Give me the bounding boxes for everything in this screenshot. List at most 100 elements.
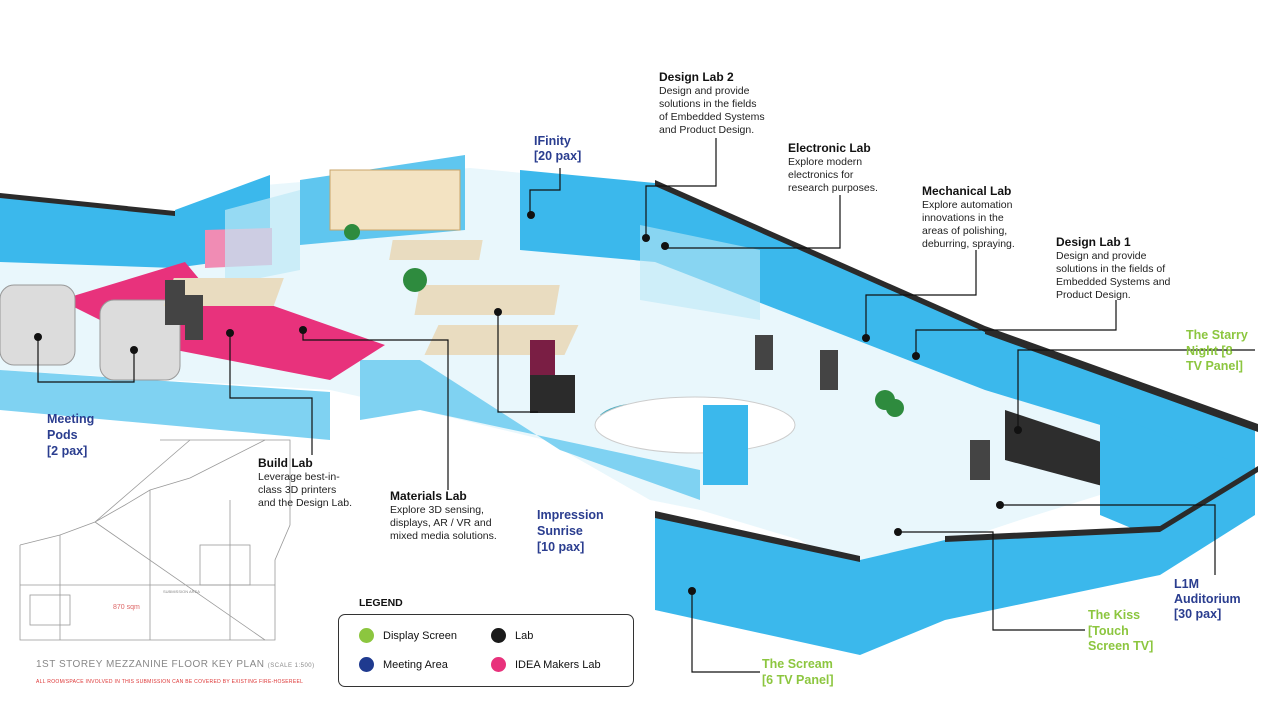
the-kiss-line-1: The Kiss	[1088, 608, 1141, 622]
left-wall-top	[0, 193, 175, 216]
materials-lab-desc-3: mixed media solutions.	[390, 530, 497, 542]
key-plan-drawing	[19, 439, 291, 641]
impression-sunrise-capacity: [10 pax]	[537, 540, 585, 554]
design-lab-2-desc-4: and Product Design.	[659, 124, 755, 136]
mechanical-lab-desc-1: Explore automation	[922, 199, 1013, 211]
build-lab-title: Build Lab	[258, 456, 313, 470]
design-lab-1-desc-2: solutions in the fields of	[1056, 263, 1166, 275]
label-starry-night: The Starry Night [8 TV Panel]	[1186, 328, 1248, 375]
front-wall-scream-top	[655, 511, 860, 562]
electronic-lab-desc-2: electronics for	[788, 169, 854, 181]
glass-room-left	[225, 190, 300, 285]
front-wall-left	[0, 370, 330, 440]
plant-decor	[344, 224, 904, 417]
build-lab-desc-1: Leverage best-in-	[258, 471, 340, 483]
materials-lab-desc-2: displays, AR / VR and	[390, 517, 492, 529]
design-lab-1-desc-3: Embedded Systems and	[1056, 276, 1171, 288]
legend-item-display-screen: Display Screen	[359, 628, 457, 643]
key-plan-caption: 1ST STOREY MEZZANINE FLOOR KEY PLAN (SCA…	[36, 659, 315, 670]
starry-night-line-2: Night [8	[1186, 343, 1233, 358]
lab-equipment	[165, 280, 990, 480]
build-lab-desc-3: and the Design Lab.	[258, 497, 352, 509]
back-wall-right	[520, 170, 655, 262]
legend-item-meeting-area: Meeting Area	[359, 657, 448, 672]
legend-swatch-lab	[491, 628, 506, 643]
legend-label-meeting: Meeting Area	[383, 658, 448, 671]
electronic-lab-title: Electronic Lab	[788, 141, 871, 155]
materials-lab-desc-1: Explore 3D sensing,	[390, 504, 484, 516]
label-build-lab: Build Lab Leverage best-in- class 3D pri…	[258, 456, 352, 510]
build-lab-desc-2: class 3D printers	[258, 484, 337, 496]
back-wall-long-top	[655, 180, 985, 332]
the-kiss-line-2: [Touch	[1088, 623, 1129, 638]
design-lab-1-title: Design Lab 1	[1056, 235, 1131, 249]
label-ifinity: IFinity [20 pax]	[534, 134, 581, 164]
design-lab-2-title: Design Lab 2	[659, 70, 734, 84]
materials-lab-title: Materials Lab	[390, 489, 467, 503]
front-wall-right	[945, 470, 1255, 620]
materials-display-screen	[530, 340, 555, 375]
right-wall	[985, 330, 1255, 472]
label-electronic-lab: Electronic Lab Explore modern electronic…	[788, 141, 878, 195]
key-plan-area: 870 sqm	[113, 604, 140, 611]
shelving-unit	[329, 169, 461, 231]
legend-box	[338, 614, 634, 687]
label-the-kiss: The Kiss [Touch Screen TV]	[1088, 608, 1153, 655]
meeting-pods-capacity: [2 pax]	[47, 444, 88, 458]
front-wall-mid	[360, 360, 700, 500]
starry-night-line-3: TV Panel]	[1186, 359, 1243, 373]
the-scream-line-1: The Scream	[762, 657, 833, 671]
the-scream-line-2: [6 TV Panel]	[762, 672, 834, 687]
back-wall-long	[655, 183, 985, 390]
legend-swatch-meeting	[359, 657, 374, 672]
design-lab-2-desc-2: solutions in the fields	[659, 98, 757, 110]
key-plan-title: 1ST STOREY MEZZANINE FLOOR KEY PLAN	[36, 659, 265, 670]
design-lab-2-desc-1: Design and provide	[659, 85, 750, 97]
key-plan-submission: SUBMISSION AREA	[163, 589, 200, 594]
front-wall-kiss	[860, 540, 945, 655]
impression-sunrise-line-1: Impression	[537, 508, 604, 522]
key-plan-scale: (SCALE 1:500)	[267, 663, 315, 669]
legend-item-idea-makers: IDEA Makers Lab	[491, 657, 601, 672]
glass-room-mid	[640, 225, 760, 320]
legend-title: LEGEND	[359, 597, 403, 609]
legend-label-display: Display Screen	[383, 629, 457, 642]
meeting-pods-line-2: Pods	[47, 428, 78, 442]
auditorium-line-1: L1M	[1174, 577, 1199, 591]
auditorium-capacity: [30 pax]	[1174, 607, 1222, 621]
mechanical-lab-desc-2: innovations in the	[922, 212, 1004, 224]
design-lab-1-desc-4: Product Design.	[1056, 289, 1131, 301]
design-lab-2-desc-3: of Embedded Systems	[659, 111, 765, 123]
label-design-lab-2: Design Lab 2 Design and provide solution…	[659, 70, 765, 137]
label-the-scream: The Scream [6 TV Panel]	[762, 657, 834, 688]
mechanical-lab-desc-3: areas of polishing,	[922, 225, 1008, 237]
impression-sunrise-line-2: Sunrise	[537, 524, 583, 538]
meeting-pods-line-1: Meeting	[47, 412, 95, 426]
starry-night-line-1: The Starry	[1186, 328, 1248, 342]
mechanical-lab-desc-4: deburring, spraying.	[922, 238, 1015, 250]
left-wall	[0, 197, 175, 268]
impression-sunrise-pillar	[703, 405, 748, 485]
label-impression-sunrise: Impression Sunrise [10 pax]	[537, 507, 604, 555]
the-kiss-line-3: Screen TV]	[1088, 639, 1154, 653]
design-lab-1-desc-1: Design and provide	[1056, 250, 1147, 262]
electronic-lab-desc-3: research purposes.	[788, 182, 878, 194]
label-l1m-auditorium: L1M Auditorium [30 pax]	[1174, 577, 1241, 622]
idea-makers-lab-floor	[60, 262, 385, 380]
mechanical-lab-title: Mechanical Lab	[922, 184, 1012, 198]
right-wall-top	[985, 326, 1258, 432]
meeting-pod-2	[99, 299, 181, 381]
callout-leaders	[34, 138, 1255, 673]
legend-swatch-display	[359, 628, 374, 643]
legend-swatch-idea	[491, 657, 506, 672]
legend-label-lab: Lab	[515, 629, 534, 642]
electronic-lab-desc-1: Explore modern	[788, 156, 863, 168]
floor-area	[0, 168, 1250, 590]
auditorium-line-2: Auditorium	[1174, 592, 1241, 606]
label-mechanical-lab: Mechanical Lab Explore automation innova…	[922, 184, 1015, 251]
label-meeting-pods: Meeting Pods [2 pax]	[47, 411, 94, 459]
label-design-lab-1: Design Lab 1 Design and provide solution…	[1056, 235, 1170, 302]
ifinity-capacity: [20 pax]	[534, 149, 582, 163]
materials-display-kiosk	[530, 375, 575, 413]
